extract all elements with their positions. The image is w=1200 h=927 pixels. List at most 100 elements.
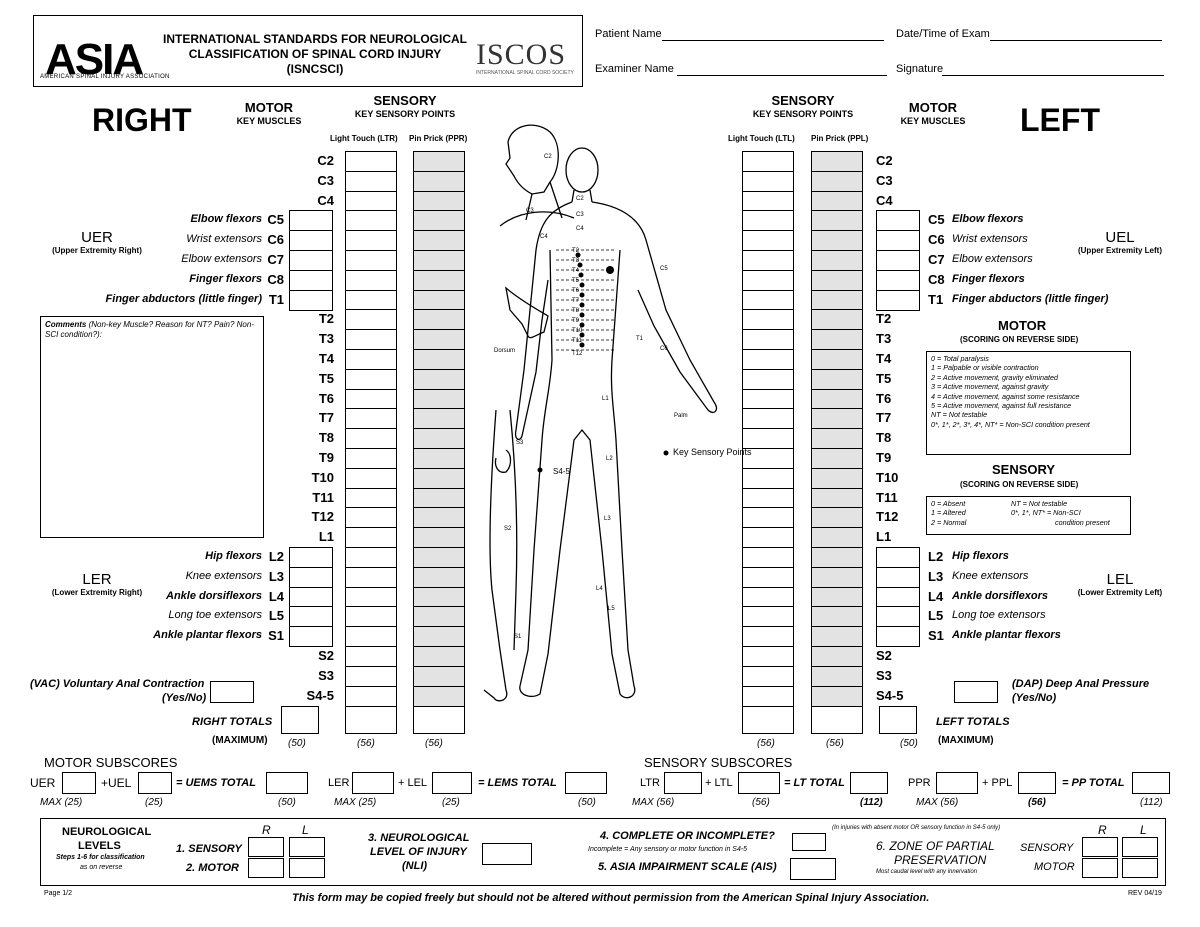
- zpp-motor-l[interactable]: [1122, 858, 1158, 878]
- right-lt-l1[interactable]: [345, 527, 397, 548]
- left-motor-c6[interactable]: [876, 230, 920, 251]
- right-pp-s1[interactable]: [413, 626, 465, 647]
- right-motor-c6[interactable]: [289, 230, 333, 251]
- right-lt-s3[interactable]: [345, 666, 397, 687]
- left-lt-l1[interactable]: [742, 527, 794, 548]
- right-lt-t3[interactable]: [345, 329, 397, 350]
- left-pp-t3[interactable]: [811, 329, 863, 350]
- right-lt-c7[interactable]: [345, 250, 397, 271]
- left-pp-l2[interactable]: [811, 547, 863, 568]
- right-lt-c3[interactable]: [345, 171, 397, 192]
- right-lt-l2[interactable]: [345, 547, 397, 568]
- right-pp-s3[interactable]: [413, 666, 465, 687]
- ais-input[interactable]: [790, 858, 836, 880]
- sensory-level-l[interactable]: [289, 837, 325, 857]
- lems-total-input[interactable]: [565, 772, 607, 794]
- right-motor-c5[interactable]: [289, 210, 333, 231]
- right-pp-s2[interactable]: [413, 646, 465, 667]
- left-pp-c8[interactable]: [811, 270, 863, 291]
- left-pp-t12[interactable]: [811, 507, 863, 528]
- right-pp-t4[interactable]: [413, 349, 465, 370]
- right-pp-t6[interactable]: [413, 389, 465, 410]
- left-motor-l3[interactable]: [876, 567, 920, 588]
- left-pp-t10[interactable]: [811, 468, 863, 489]
- right-lt-c6[interactable]: [345, 230, 397, 251]
- right-pp-c2[interactable]: [413, 151, 465, 172]
- patient-name-field[interactable]: [662, 40, 884, 41]
- left-lt-c2[interactable]: [742, 151, 794, 172]
- right-pp-t5[interactable]: [413, 369, 465, 390]
- left-lt-s1[interactable]: [742, 626, 794, 647]
- right-lt-t12[interactable]: [345, 507, 397, 528]
- left-lt-l4[interactable]: [742, 587, 794, 608]
- left-motor-t1[interactable]: [876, 290, 920, 311]
- right-lt-c2[interactable]: [345, 151, 397, 172]
- sensory-level-r[interactable]: [248, 837, 284, 857]
- left-motor-c5[interactable]: [876, 210, 920, 231]
- lel-subscore-input[interactable]: [432, 772, 472, 794]
- right-motor-c7[interactable]: [289, 250, 333, 271]
- zpp-sensory-r[interactable]: [1082, 837, 1118, 857]
- left-lt-c6[interactable]: [742, 230, 794, 251]
- uer-subscore-input[interactable]: [62, 772, 96, 794]
- left-motor-l4[interactable]: [876, 587, 920, 608]
- ppr-subscore-input[interactable]: [936, 772, 978, 794]
- right-pp-c7[interactable]: [413, 250, 465, 271]
- right-pp-s4-5[interactable]: [413, 686, 465, 707]
- lt-total-input[interactable]: [850, 772, 888, 794]
- left-lt-c8[interactable]: [742, 270, 794, 291]
- motor-level-l[interactable]: [289, 858, 325, 878]
- right-motor-l3[interactable]: [289, 567, 333, 588]
- right-lt-t6[interactable]: [345, 389, 397, 410]
- right-lt-t9[interactable]: [345, 448, 397, 469]
- left-pp-t11[interactable]: [811, 488, 863, 509]
- complete-input[interactable]: [792, 833, 826, 851]
- right-lt-s2[interactable]: [345, 646, 397, 667]
- nli-input[interactable]: [482, 843, 532, 865]
- comments-box[interactable]: Comments (Non-key Muscle? Reason for NT?…: [40, 316, 264, 538]
- motor-level-r[interactable]: [248, 858, 284, 878]
- left-motor-c7[interactable]: [876, 250, 920, 271]
- left-pp-c3[interactable]: [811, 171, 863, 192]
- left-lt-t10[interactable]: [742, 468, 794, 489]
- right-lt-t4[interactable]: [345, 349, 397, 370]
- right-motor-total[interactable]: [281, 706, 319, 734]
- left-pp-s4-5[interactable]: [811, 686, 863, 707]
- left-pp-t2[interactable]: [811, 309, 863, 330]
- left-motor-l2[interactable]: [876, 547, 920, 568]
- right-pp-t11[interactable]: [413, 488, 465, 509]
- right-pp-l3[interactable]: [413, 567, 465, 588]
- right-pp-l4[interactable]: [413, 587, 465, 608]
- left-lt-t6[interactable]: [742, 389, 794, 410]
- left-pp-l4[interactable]: [811, 587, 863, 608]
- left-motor-c8[interactable]: [876, 270, 920, 291]
- right-pp-total[interactable]: [413, 706, 465, 734]
- left-pp-c4[interactable]: [811, 191, 863, 212]
- right-lt-s1[interactable]: [345, 626, 397, 647]
- left-pp-t5[interactable]: [811, 369, 863, 390]
- right-lt-c5[interactable]: [345, 210, 397, 231]
- left-lt-c3[interactable]: [742, 171, 794, 192]
- signature-field[interactable]: [942, 75, 1164, 76]
- right-pp-t12[interactable]: [413, 507, 465, 528]
- left-pp-s1[interactable]: [811, 626, 863, 647]
- ltl-subscore-input[interactable]: [738, 772, 780, 794]
- right-pp-t7[interactable]: [413, 408, 465, 429]
- left-pp-c5[interactable]: [811, 210, 863, 231]
- left-lt-t11[interactable]: [742, 488, 794, 509]
- left-lt-c4[interactable]: [742, 191, 794, 212]
- right-lt-l5[interactable]: [345, 606, 397, 627]
- right-motor-l5[interactable]: [289, 606, 333, 627]
- zpp-sensory-l[interactable]: [1122, 837, 1158, 857]
- left-lt-l2[interactable]: [742, 547, 794, 568]
- ltr-subscore-input[interactable]: [664, 772, 702, 794]
- left-lt-c7[interactable]: [742, 250, 794, 271]
- right-pp-c8[interactable]: [413, 270, 465, 291]
- left-pp-total[interactable]: [811, 706, 863, 734]
- date-field[interactable]: [990, 40, 1162, 41]
- uems-total-input[interactable]: [266, 772, 308, 794]
- right-motor-l4[interactable]: [289, 587, 333, 608]
- right-pp-c6[interactable]: [413, 230, 465, 251]
- right-lt-t1[interactable]: [345, 290, 397, 311]
- left-lt-t5[interactable]: [742, 369, 794, 390]
